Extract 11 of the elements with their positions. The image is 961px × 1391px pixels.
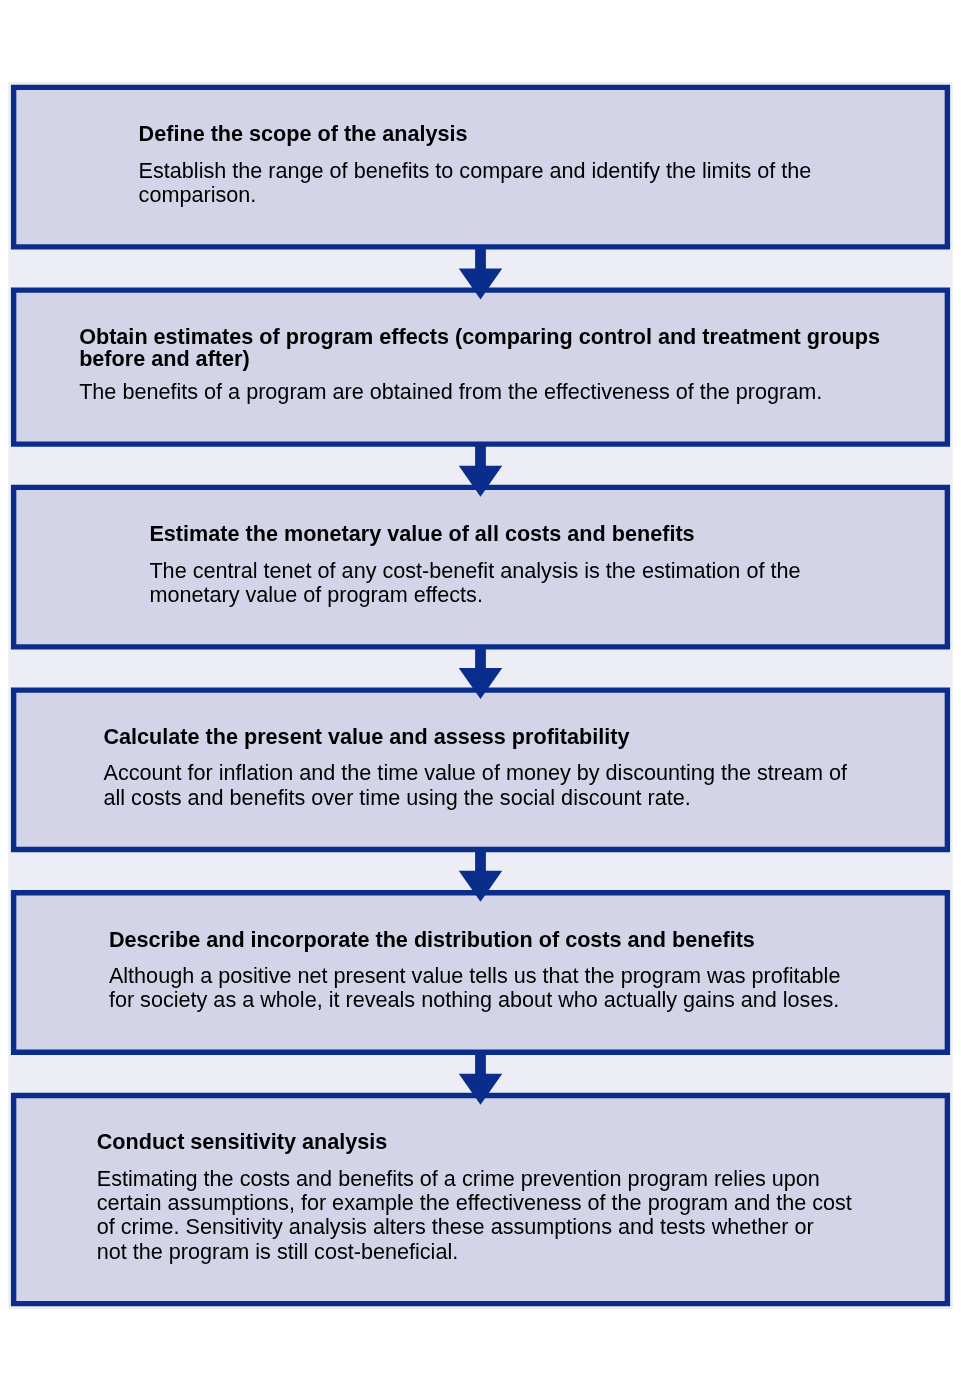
node-box: Conduct sensitivity analysis Estimating the costs and benefits of a crime prevention program relies upon certain assumptions, for example the effectiveness of the program and the cost of crime. Sensitivity analysis alters these assumptions and tests whether or not the program is still cost-beneficial.: [10, 1092, 951, 1307]
node-box: Obtain estimates of program effects (comparing control and treatment groups before and after) The benefits of a program are obtained from the effectiveness of the program.: [10, 287, 951, 447]
node-box: Describe and incorporate the distribution of costs and benefits Although a positive net present value tells us that the program was profitable for society as a whole, it reveals nothing about who actually gains and loses.: [10, 890, 951, 1055]
node-box: Estimate the monetary value of all costs and benefits The central tenet of any cost-benefit analysis is the estimation of the monetary value of program effects.: [10, 484, 951, 650]
arrow: [458, 1052, 503, 1105]
arrow: [458, 247, 503, 300]
arrow: [458, 646, 503, 699]
node-box: Define the scope of the analysis Establish the range of benefits to compare and identify the limits of the comparison.: [10, 84, 951, 250]
node-box: Calculate the present value and assess profitability Account for inflation and the time value of money by discounting the stream of all costs and benefits over time using the social discount rate.: [10, 687, 951, 853]
arrow: [458, 849, 503, 902]
arrow: [458, 444, 503, 497]
